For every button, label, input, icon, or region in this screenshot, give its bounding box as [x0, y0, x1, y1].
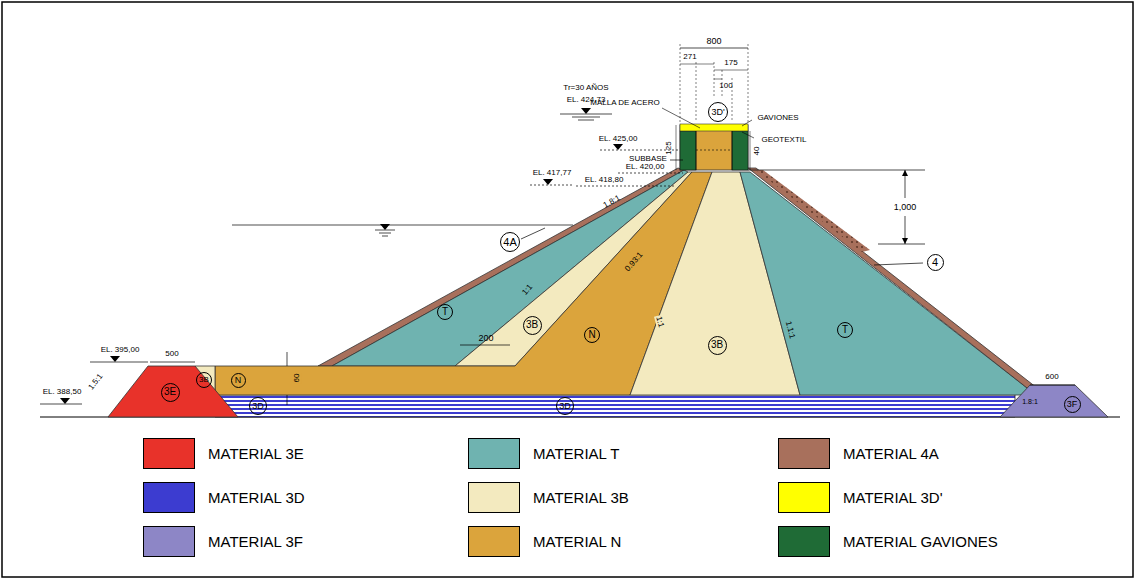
callout-circle: T: [437, 304, 453, 320]
legend-text: MATERIAL N: [533, 534, 621, 549]
callout-circle: N: [584, 327, 600, 343]
legend-text: MATERIAL GAVIONES: [843, 534, 998, 549]
dimension: 100: [718, 82, 733, 90]
legend-swatch: [143, 526, 195, 557]
material-tag: 3F: [1067, 400, 1078, 409]
part-name: GEOTEXTIL: [761, 136, 808, 144]
material-tag: N: [588, 330, 595, 340]
note: Tr=30 AÑOS: [562, 84, 609, 92]
material-tag: 3E: [164, 387, 176, 397]
legend-swatch: [778, 438, 830, 469]
elevation: EL. 420,00: [625, 163, 666, 171]
callout-circle: 3E: [161, 383, 180, 402]
callout-circle: 3D': [708, 102, 728, 122]
callout-circle: 3D: [249, 397, 267, 415]
material-tag: 4: [932, 257, 938, 268]
legend-swatch: [468, 482, 520, 513]
slope-ratio: 1.8:1: [1021, 398, 1039, 405]
dimension: 600: [1044, 373, 1059, 381]
legend-text: MATERIAL 3F: [208, 534, 303, 549]
legend-text: MATERIAL 4A: [843, 446, 939, 461]
legend-swatch: [143, 438, 195, 469]
material-tag: 4A: [503, 237, 516, 248]
legend-swatch: [143, 482, 195, 513]
material-tag: 3B: [711, 340, 723, 350]
dimension: 175: [723, 59, 738, 67]
elevation: EL. 418,80: [584, 176, 625, 184]
callout-circle: 4: [927, 254, 944, 271]
material-tag: 3B: [526, 320, 538, 330]
elevation: EL. 425,00: [598, 135, 639, 143]
elevation: EL. 395,00: [100, 346, 141, 354]
dimension: 271: [682, 53, 697, 61]
callout-circle: 3D: [556, 397, 574, 415]
callout-circle: T: [837, 322, 853, 338]
legend-text: MATERIAL 3E: [208, 446, 304, 461]
elevation: EL. 388,50: [42, 388, 83, 396]
material-tag: 3D: [252, 402, 264, 411]
callout-circle: N: [231, 373, 246, 388]
part-name: SUBBASE: [628, 155, 668, 163]
material-tag: T: [442, 307, 448, 317]
callout-circle: 3B: [523, 316, 542, 335]
dimension: 60: [293, 373, 301, 384]
material-tag: 3B: [199, 376, 209, 384]
part-name: GAVIONES: [756, 114, 799, 122]
legend-swatch: [468, 526, 520, 557]
material-tag: N: [235, 376, 242, 385]
elevation: EL. 424,73: [566, 96, 607, 104]
callout-circle: 3B: [708, 336, 727, 355]
dimension: 500: [164, 350, 179, 358]
legend-text: MATERIAL 3B: [533, 490, 629, 505]
material-tag: 3D: [559, 402, 571, 411]
legend-swatch: [778, 482, 830, 513]
dimension: 1,000: [893, 203, 918, 212]
legend-swatch: [468, 438, 520, 469]
legend-text: MATERIAL T: [533, 446, 619, 461]
elevation: EL. 417,77: [532, 169, 573, 177]
material-tag: 3D': [711, 108, 724, 117]
legend-swatch: [778, 526, 830, 557]
dimension: 40: [753, 146, 761, 157]
dimension: 800: [705, 37, 722, 46]
dimension: 200: [477, 334, 494, 343]
legend-text: MATERIAL 3D': [843, 490, 943, 505]
callout-circle: 3F: [1064, 396, 1081, 413]
dimension: 125: [665, 140, 673, 155]
callout-circle: 4A: [500, 232, 520, 252]
callout-circle: 3B: [196, 372, 212, 388]
legend-text: MATERIAL 3D: [208, 490, 305, 505]
material-tag: T: [842, 325, 848, 335]
slope-ratio: 1.5:1: [87, 372, 105, 393]
